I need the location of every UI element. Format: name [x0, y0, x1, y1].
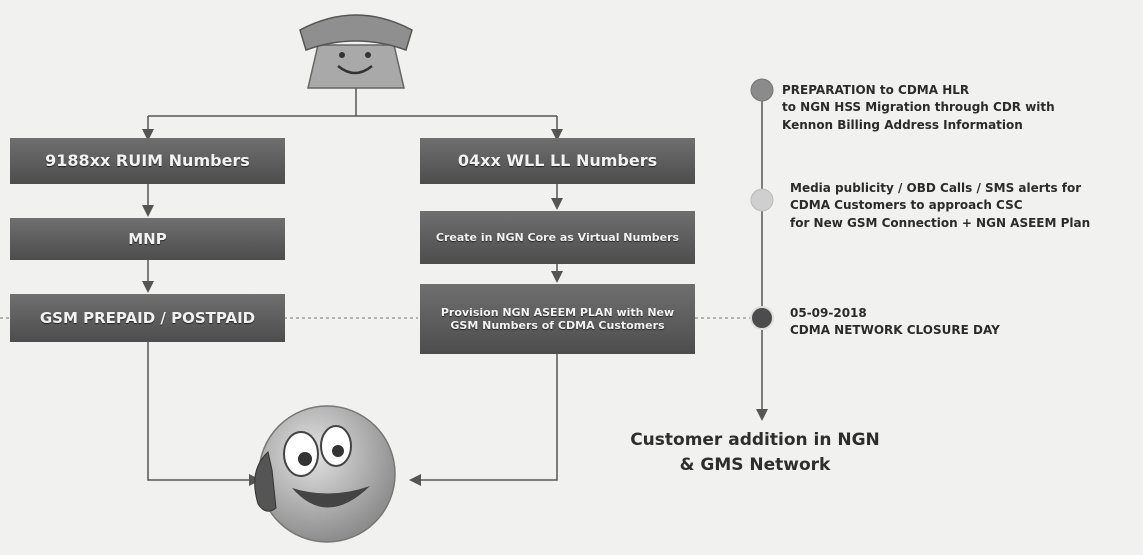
timeline-dot-1 — [750, 78, 774, 102]
provision-aseem-plan-box: Provision NGN ASEEM PLAN with New GSM Nu… — [420, 284, 695, 354]
virtual-numbers-box: Create in NGN Core as Virtual Numbers — [420, 211, 695, 264]
timeline-dot-2 — [750, 188, 774, 212]
timeline-step-1: PREPARATION to CDMA HLR to NGN HSS Migra… — [782, 83, 1055, 132]
timeline-step-3: 05-09-2018 CDMA NETWORK CLOSURE DAY — [790, 306, 1000, 338]
connector-lines — [142, 88, 563, 486]
wll-ll-numbers-box: 04xx WLL LL Numbers — [420, 138, 695, 184]
timeline-step-2: Media publicity / OBD Calls / SMS alerts… — [790, 181, 1091, 230]
ruim-numbers-box: 9188xx RUIM Numbers — [10, 138, 285, 184]
timeline-dot-3 — [750, 306, 774, 330]
customer-addition-text: Customer addition in NGN & GMS Network — [630, 430, 880, 475]
timeline — [750, 78, 774, 421]
smiling-telephone-icon — [299, 14, 413, 89]
smiley-on-phone-icon — [254, 405, 396, 543]
mnp-box: MNP — [10, 218, 285, 260]
gsm-prepaid-postpaid-box: GSM PREPAID / POSTPAID — [10, 294, 285, 342]
